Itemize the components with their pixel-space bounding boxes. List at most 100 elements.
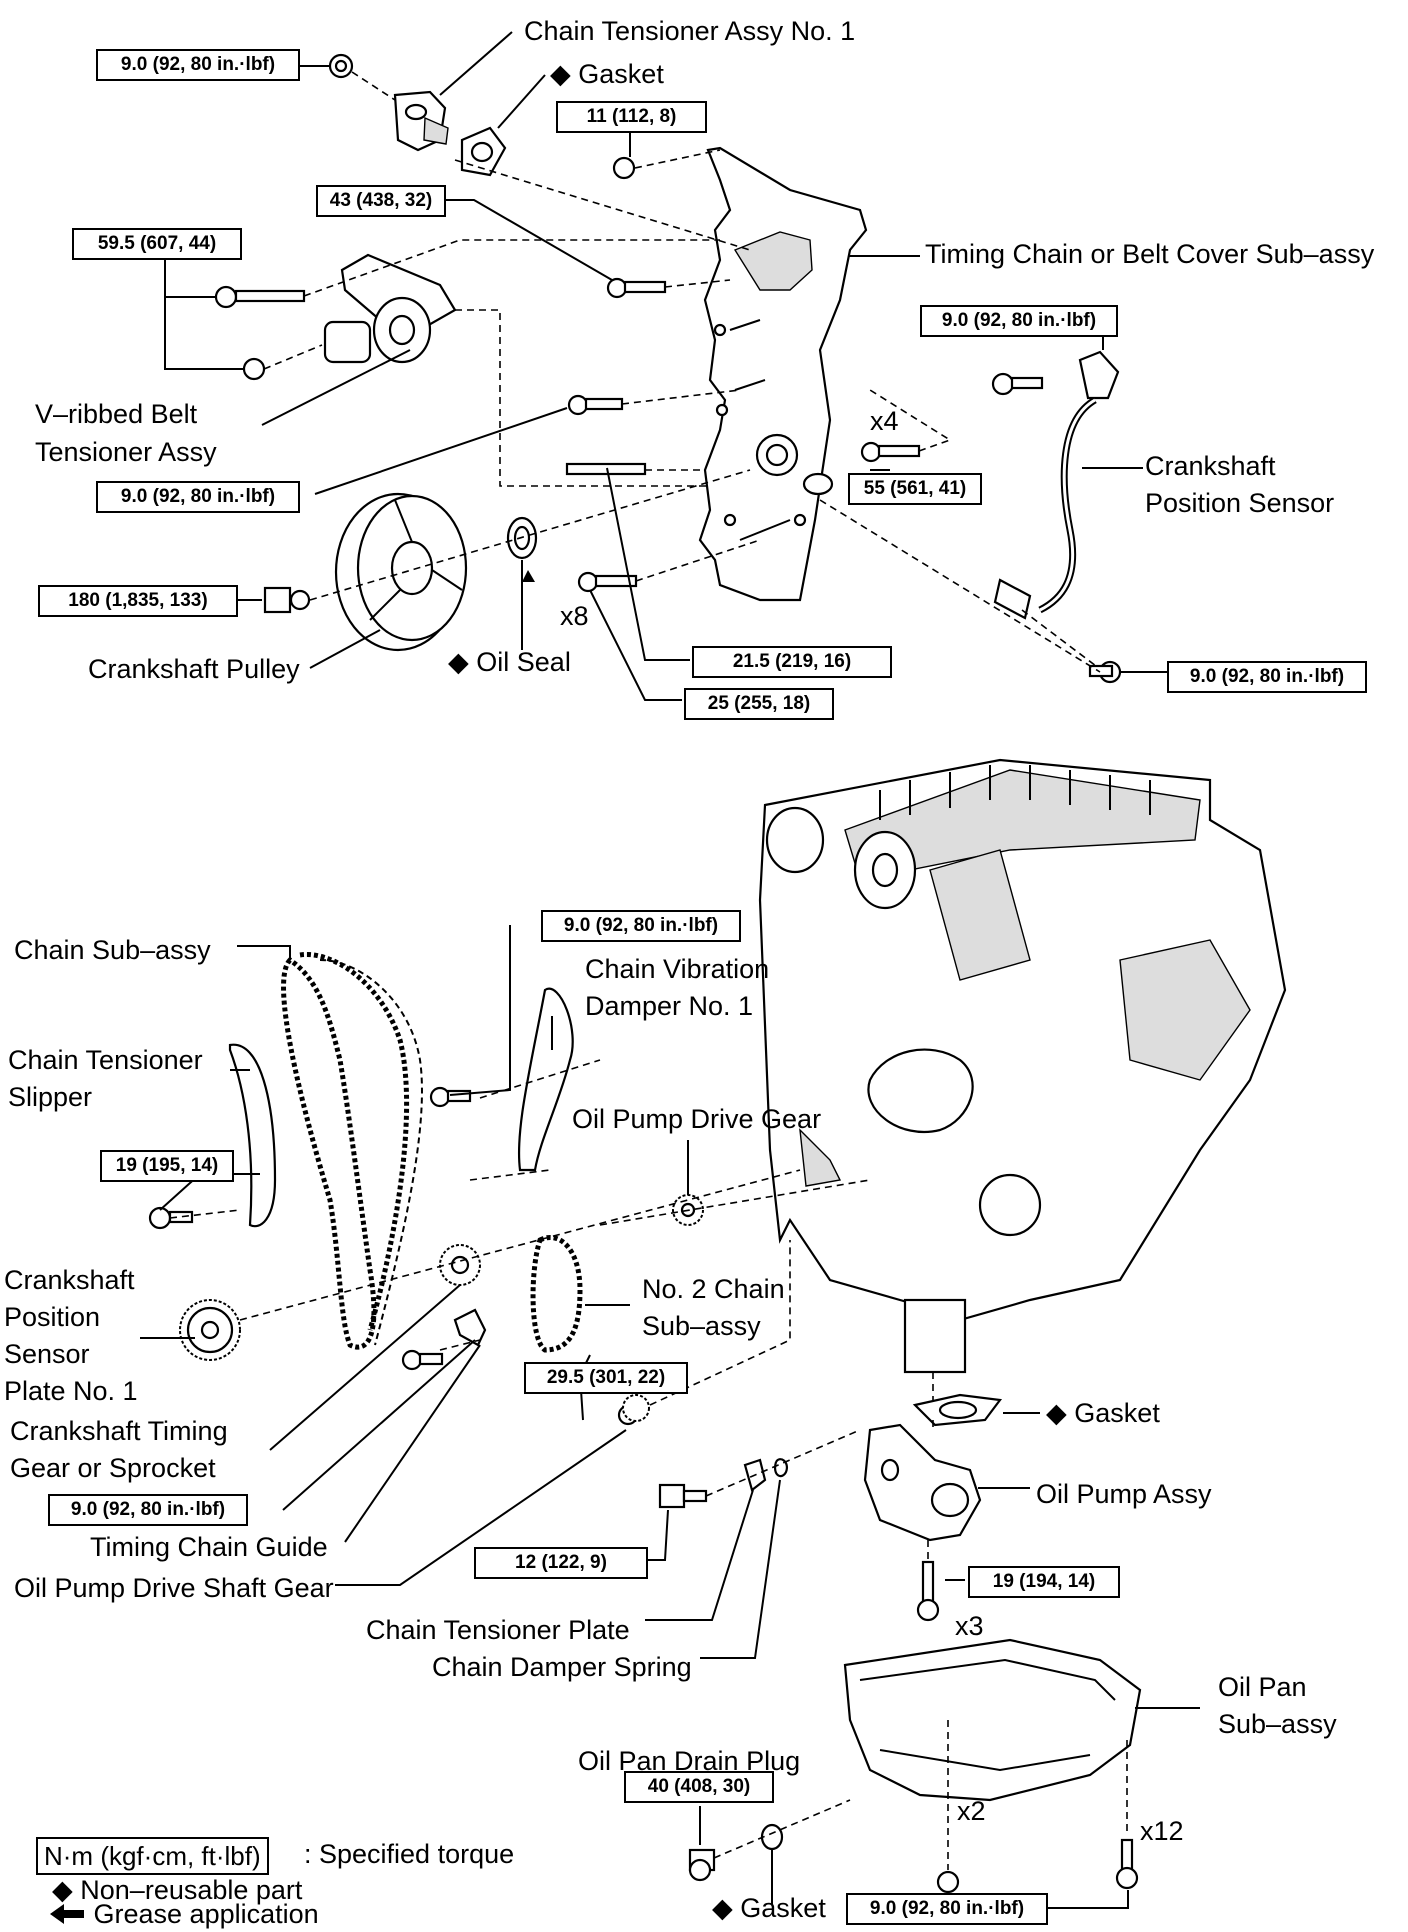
sensor-plate-icon (179, 1299, 241, 1361)
damper-bolt-icon (429, 1086, 472, 1108)
gasket-top-icon (460, 126, 507, 177)
label-slipper-1: Chain Tensioner (8, 1045, 203, 1075)
label-no2-chain-1: No. 2 Chain (642, 1274, 785, 1304)
label-qty-x3: x3 (955, 1611, 984, 1641)
gasket-bottom-icon (760, 1823, 784, 1851)
torque-pulley: 180 (1,835, 133) (38, 585, 238, 617)
label-v-ribbed-tensioner: Tensioner Assy (35, 437, 217, 467)
arrow-left-icon (50, 1899, 86, 1932)
label-chain-tensioner-plate: Chain Tensioner Plate (366, 1615, 630, 1645)
diamond-icon: ◆ (52, 1875, 73, 1905)
label-chain-vibration-2: Damper No. 1 (585, 991, 754, 1021)
label-gasket-bottom: ◆ Gasket (712, 1893, 826, 1923)
bolt-55-icon (860, 441, 921, 463)
no2-chain-icon (530, 1235, 583, 1353)
label-oil-pump-drive-gear: Oil Pump Drive Gear (572, 1104, 822, 1134)
nut-59-lower-icon (242, 357, 266, 381)
timing-chain-guide-icon (453, 1308, 487, 1347)
label-gasket-top: ◆ Gasket (550, 59, 664, 89)
label-crankshaft-sensor-2: Position Sensor (1145, 488, 1335, 518)
label-chain-sub-assy: Chain Sub–assy (14, 935, 211, 965)
label-oil-pump-drive-shaft-gear: Oil Pump Drive Shaft Gear (14, 1573, 334, 1603)
pump-bolt-icon (916, 1560, 940, 1622)
label-sensor-plate-1: Crankshaft (4, 1265, 135, 1295)
torque-drain: 40 (408, 30) (624, 1771, 774, 1803)
label-crank-timing-1: Crankshaft Timing (10, 1416, 228, 1446)
torque-21: 21.5 (219, 16) (692, 646, 892, 678)
diamond-icon: ◆ (550, 59, 571, 89)
torque-pump: 19 (194, 14) (968, 1566, 1120, 1598)
diamond-icon: ◆ (1046, 1398, 1067, 1428)
label-oil-pan-2: Sub–assy (1218, 1709, 1337, 1739)
torque-belt-tensioner: 9.0 (92, 80 in.·lbf) (96, 481, 300, 513)
bolt-x8-icon (577, 571, 638, 593)
legend-torque-unit: N·m (kgf·cm, ft·lbf) (36, 1837, 269, 1875)
torque-guide: 9.0 (92, 80 in.·lbf) (48, 1494, 248, 1526)
legend-non-reusable: ◆ Non–reusable part (52, 1875, 303, 1905)
crankshaft-timing-gear-icon (439, 1244, 481, 1286)
drain-plug-icon (688, 1848, 716, 1882)
torque-25: 25 (255, 18) (684, 688, 834, 720)
chain-tensioner-assy-icon (393, 90, 449, 152)
label-timing-chain-cover: Timing Chain or Belt Cover Sub–assy (925, 239, 1375, 269)
stud-icon (565, 462, 647, 476)
torque-pan: 9.0 (92, 80 in.·lbf) (846, 1893, 1048, 1925)
pulley-bolt-icon (263, 586, 311, 614)
timing-chain-cover-icon (698, 146, 868, 602)
cover-nut-icon (612, 156, 636, 180)
torque-tensioner: 9.0 (92, 80 in.·lbf) (96, 49, 300, 81)
oil-pump-drive-shaft-gear-icon (622, 1394, 650, 1422)
torque-damper: 9.0 (92, 80 in.·lbf) (541, 910, 741, 942)
crankshaft-position-sensor-icon (991, 350, 1122, 684)
chain-vibration-damper-icon (517, 987, 574, 1172)
label-oil-pan-1: Oil Pan (1218, 1672, 1307, 1702)
label-timing-chain-guide: Timing Chain Guide (90, 1532, 328, 1562)
tensioner-nut-icon (328, 53, 354, 79)
bolt-59-upper-icon (214, 285, 306, 309)
pan-nut-icon (936, 1870, 960, 1894)
oil-pan-icon (843, 1638, 1142, 1802)
torque-sensor-top: 9.0 (92, 80 in.·lbf) (920, 305, 1118, 337)
label-sensor-plate-2: Position (4, 1302, 101, 1332)
diamond-icon: ◆ (448, 647, 469, 677)
torque-59: 59.5 (607, 44) (72, 228, 242, 260)
label-chain-vibration-1: Chain Vibration (585, 954, 770, 984)
tensioner-bolt-icon (567, 394, 624, 416)
label-crankshaft-sensor-1: Crankshaft (1145, 451, 1276, 481)
torque-cover-top: 11 (112, 8) (556, 101, 707, 133)
label-qty-x4: x4 (870, 406, 899, 436)
torque-12: 12 (122, 9) (474, 1547, 648, 1579)
crankshaft-pulley-icon (334, 492, 468, 652)
label-sensor-plate-4: Plate No. 1 (4, 1376, 138, 1406)
torque-29: 29.5 (301, 22) (524, 1362, 688, 1394)
label-crankshaft-pulley: Crankshaft Pulley (88, 654, 300, 684)
engine-block-icon (758, 758, 1287, 1374)
label-gasket-pump: ◆ Gasket (1046, 1398, 1160, 1428)
label-crank-timing-2: Gear or Sprocket (10, 1453, 216, 1483)
oil-pump-assy-icon (863, 1423, 982, 1542)
label-sensor-plate-3: Sensor (4, 1339, 90, 1369)
bolt-12-icon (658, 1483, 708, 1509)
label-qty-x8: x8 (560, 601, 589, 631)
label-qty-x12: x12 (1140, 1816, 1184, 1846)
label-v-ribbed-belt: V–ribbed Belt (35, 399, 198, 429)
label-oil-seal: ◆ Oil Seal (448, 647, 571, 677)
label-chain-damper-spring: Chain Damper Spring (432, 1652, 692, 1682)
bolt-43-icon (606, 277, 667, 299)
guide-bolt-icon (401, 1349, 444, 1371)
torque-43: 43 (438, 32) (316, 185, 446, 217)
v-ribbed-belt-tensioner-icon (323, 253, 457, 364)
diamond-icon: ◆ (712, 1893, 733, 1923)
legend-grease: Grease application (50, 1898, 319, 1932)
torque-55: 55 (561, 41) (848, 473, 982, 505)
gasket-pump-icon (912, 1393, 1003, 1427)
torque-slipper: 19 (195, 14) (100, 1150, 234, 1182)
legend-torque-text: : Specified torque (304, 1839, 515, 1869)
label-qty-x2: x2 (957, 1796, 986, 1826)
label-oil-pump-assy: Oil Pump Assy (1036, 1479, 1212, 1509)
label-no2-chain-2: Sub–assy (642, 1311, 761, 1341)
chain-sub-assy-icon (281, 951, 423, 1350)
torque-sensor-bottom: 9.0 (92, 80 in.·lbf) (1167, 661, 1367, 693)
chain-tensioner-slipper-icon (228, 1043, 277, 1228)
